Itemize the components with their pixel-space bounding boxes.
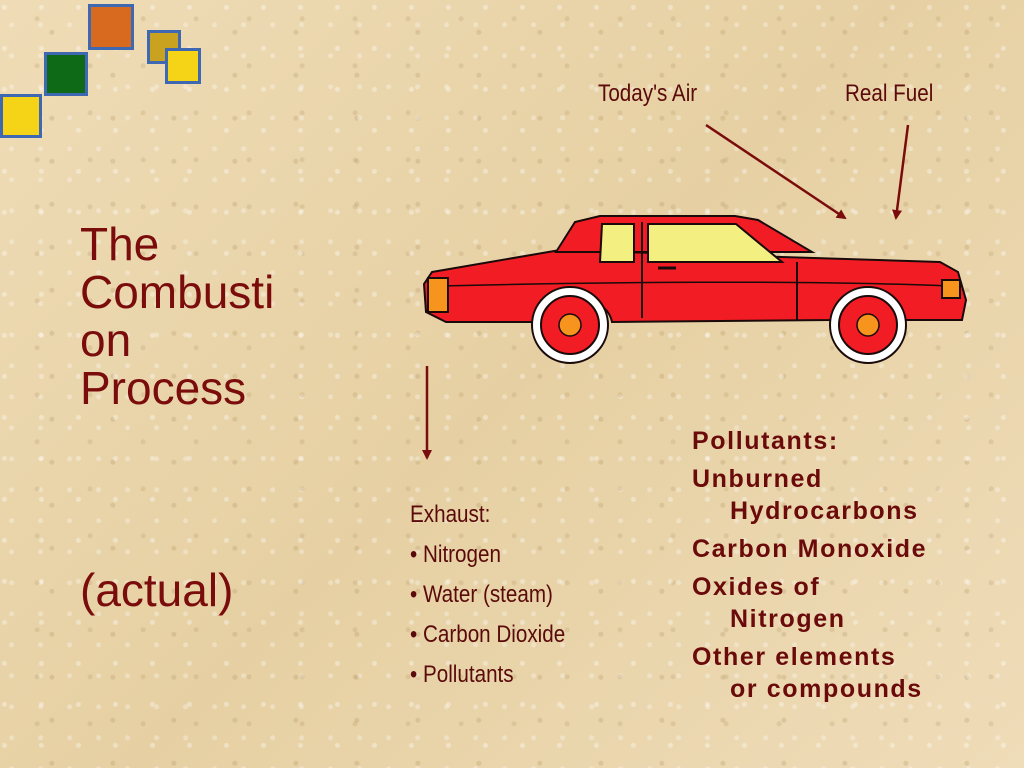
deco-square-olive: [147, 30, 181, 64]
deco-square-green: [44, 52, 88, 96]
body-crease: [439, 281, 951, 287]
pollutant-item: Other elements: [692, 643, 897, 671]
exhaust-item: • Carbon Dioxide: [410, 621, 566, 648]
deco-square-yellow-small: [165, 48, 201, 84]
air-label: Today's Air: [598, 80, 698, 107]
head-light: [941, 279, 961, 299]
pollutant-item-continued: Hydrocarbons: [730, 497, 919, 525]
pollutant-item: Unburned: [692, 465, 823, 493]
rear-wheel: [531, 286, 609, 364]
fuel-label: Real Fuel: [845, 80, 934, 107]
slide-subtitle: (actual): [80, 564, 234, 616]
side-window: [647, 223, 785, 263]
exhaust-heading: Exhaust:: [410, 501, 491, 528]
title-line: on: [80, 314, 132, 366]
exhaust-item: • Water (steam): [410, 581, 553, 608]
slide-title: The Combusti on Process: [80, 220, 320, 412]
deco-square-orange: [88, 4, 134, 50]
tail-light: [427, 277, 449, 313]
exhaust-item: • Pollutants: [410, 661, 514, 688]
exhaust-list: Exhaust: • Nitrogen • Water (steam) • Ca…: [410, 495, 591, 695]
title-line: Process: [80, 362, 247, 414]
door-line: [641, 222, 798, 320]
pollutant-item: Carbon Monoxide: [692, 535, 928, 563]
rear-window: [598, 223, 635, 263]
exhaust-item: • Nitrogen: [410, 541, 501, 568]
front-wheel: [829, 286, 907, 364]
deco-square-yellow: [0, 94, 42, 138]
fuel-arrow: [892, 124, 910, 220]
pollutants-list: Pollutants: Unburned Hydrocarbons Carbon…: [692, 425, 927, 705]
title-line: Combusti: [80, 266, 275, 318]
pollutants-heading: Pollutants:: [692, 427, 839, 455]
title-line: The: [80, 218, 160, 270]
pollutant-item-continued: Nitrogen: [730, 605, 846, 633]
pollutant-item: Oxides of: [692, 573, 821, 601]
air-arrow: [705, 123, 847, 220]
pollutant-item-continued: or compounds: [730, 675, 923, 703]
